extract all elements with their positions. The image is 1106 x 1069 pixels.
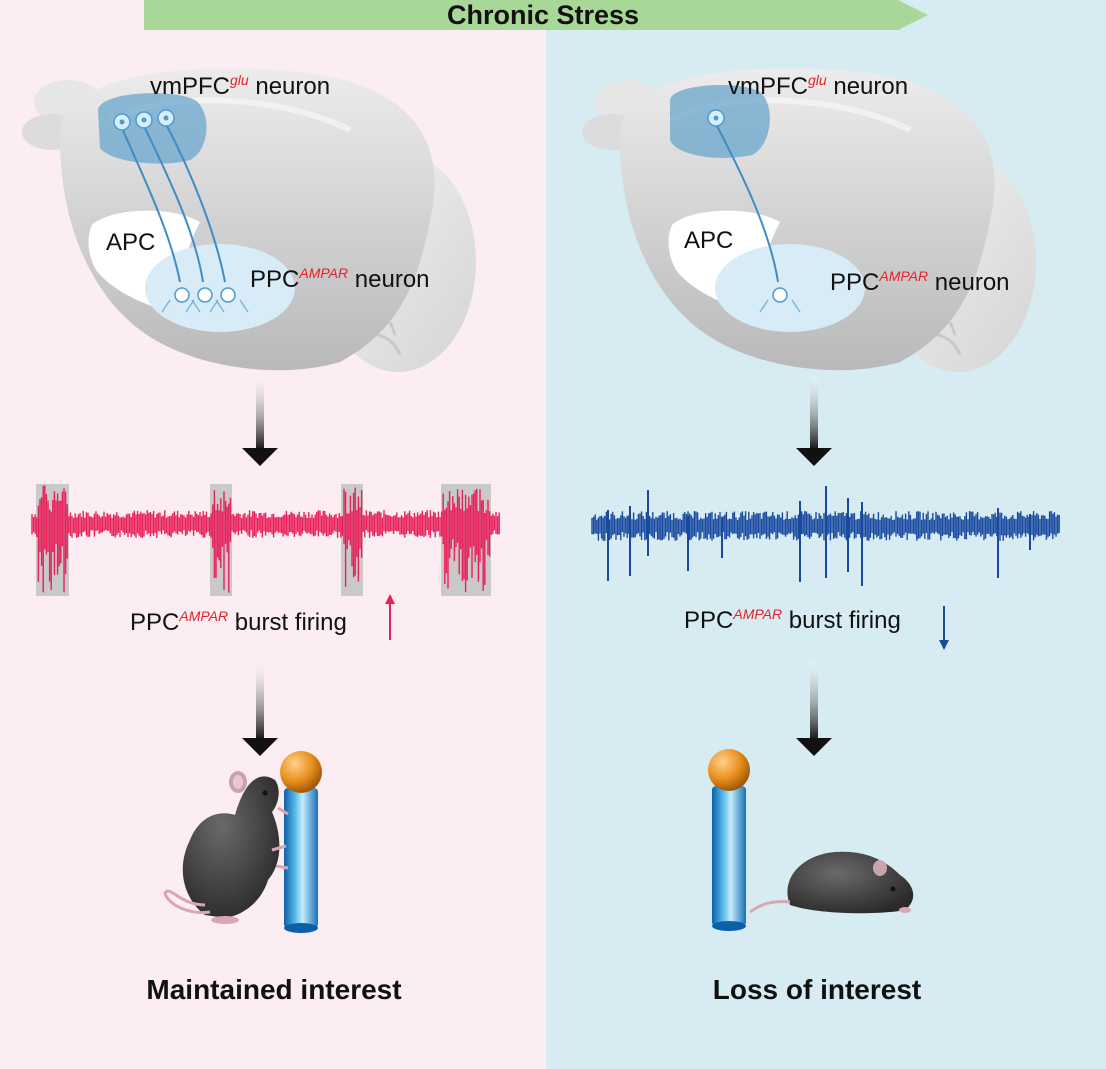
right-mouse-resting — [749, 851, 914, 914]
left-brain — [22, 68, 476, 372]
left-firing-trace — [31, 485, 500, 593]
left-arrow-2 — [242, 660, 278, 756]
left-outcome-label: Maintained interest — [146, 974, 401, 1005]
down-arrow-icon — [939, 606, 949, 650]
left-region-label: APC — [106, 229, 155, 256]
right-outcome-label: Loss of interest — [713, 974, 921, 1005]
right-firing-label: PPCAMPAR burst firing — [684, 606, 901, 634]
left-target-label: PPCAMPAR neuron — [250, 265, 430, 293]
banner-label: Chronic Stress — [447, 0, 639, 30]
left-mouse-rearing — [163, 771, 289, 924]
right-source-label: vmPFCglu neuron — [728, 72, 908, 100]
right-arrow-2 — [796, 660, 832, 756]
left-source-label: vmPFCglu neuron — [150, 72, 330, 100]
right-arrow-1 — [796, 376, 832, 466]
right-target-label: PPCAMPAR neuron — [830, 268, 1010, 296]
right-region-label: APC — [684, 227, 733, 254]
right-pillar-object — [708, 749, 750, 931]
chronic-stress-arrow — [144, 0, 928, 30]
right-brain — [582, 68, 1036, 372]
up-arrow-icon — [385, 594, 395, 640]
left-pillar-object — [280, 751, 322, 933]
left-firing-label: PPCAMPAR burst firing — [130, 608, 347, 636]
left-arrow-1 — [242, 376, 278, 466]
right-firing-trace — [591, 486, 1060, 586]
